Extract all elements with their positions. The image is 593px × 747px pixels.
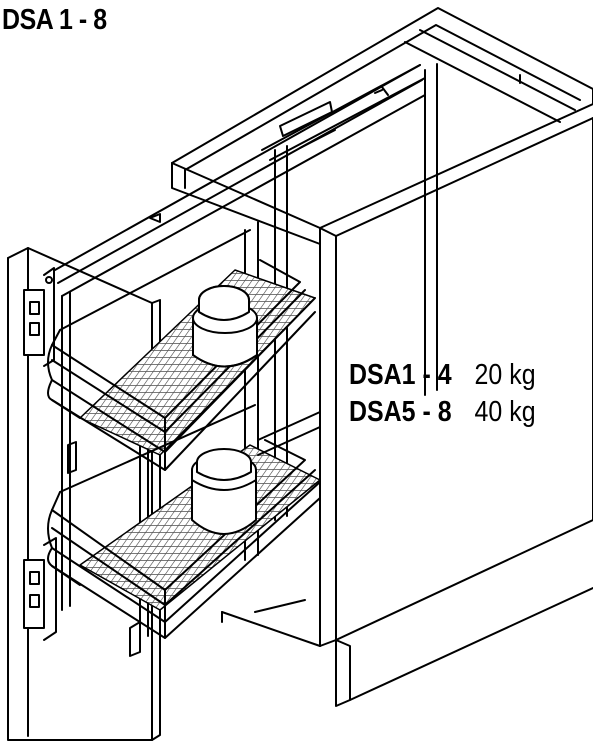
weight-lower-icon	[191, 448, 257, 535]
load-capacity: 20 kg	[474, 359, 536, 391]
load-capacity-table: DSA1 - 4 20 kg DSA5 - 8 40 kg	[349, 357, 536, 431]
weight-upper-icon	[192, 285, 258, 368]
load-row: DSA1 - 4 20 kg	[349, 357, 536, 394]
cabinet-plinth	[221, 587, 593, 707]
cabinet-top-frame	[171, 7, 593, 245]
load-capacity: 40 kg	[474, 396, 536, 428]
basket-lower	[47, 404, 321, 657]
model-range: DSA1 - 4	[349, 359, 452, 391]
runner-lower	[257, 411, 321, 456]
cabinet-back-frame	[254, 63, 438, 613]
runner-rail	[54, 64, 426, 297]
door-bracket-upper	[23, 267, 55, 367]
product-title: DSA 1 - 8	[2, 4, 107, 36]
load-row: DSA5 - 8 40 kg	[349, 394, 536, 431]
model-range: DSA5 - 8	[349, 396, 452, 428]
